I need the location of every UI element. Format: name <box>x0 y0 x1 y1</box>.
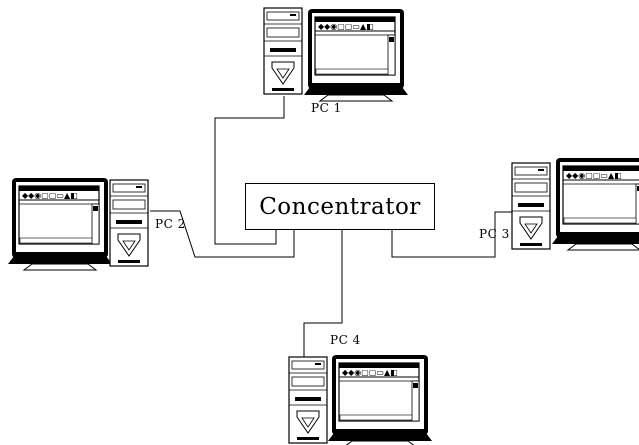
cable-pc2 <box>150 210 295 258</box>
concentrator-box: Concentrator <box>245 183 435 230</box>
pc2-computer-icon <box>7 177 149 271</box>
concentrator-label: Concentrator <box>259 193 421 220</box>
pc3-computer-icon <box>511 157 639 251</box>
pc4-label: PC 4 <box>330 333 361 347</box>
pc1-computer-icon <box>263 7 409 102</box>
pc1-label: PC 1 <box>311 101 342 115</box>
connection-lines <box>150 96 512 357</box>
cable-pc3 <box>391 211 512 258</box>
cable-pc4 <box>303 230 343 357</box>
cable-pc1 <box>214 96 285 245</box>
pc2-label: PC 2 <box>155 217 186 231</box>
pc4-computer-icon <box>288 354 433 445</box>
pc3-label: PC 3 <box>479 227 510 241</box>
